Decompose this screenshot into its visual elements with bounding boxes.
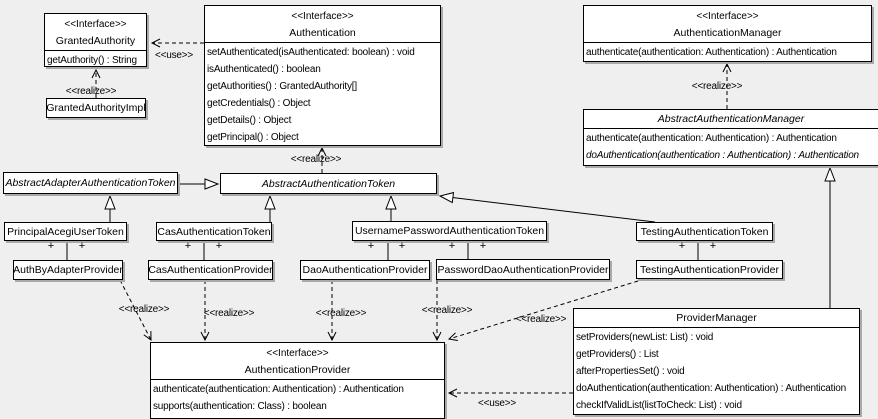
method-row: getAuthority() : String xyxy=(47,55,137,66)
method-row: getDetails() : Object xyxy=(207,115,292,126)
method-row: doAuthentication(authentication : Authen… xyxy=(586,150,859,161)
class-abstract-authentication-manager: AbstractAuthenticationManager authentica… xyxy=(583,109,878,166)
edge-realize-authbyadapterprovider xyxy=(119,279,152,341)
method-row: checkIfValidList(listToCheck: List) : vo… xyxy=(576,400,742,411)
class-cas-authentication-token: CasAuthenticationToken xyxy=(156,222,272,241)
multiplicity-plus: + xyxy=(448,240,456,252)
class-name: DaoAuthenticationProvider xyxy=(302,264,428,276)
class-name: PrincipalAcegiUserToken xyxy=(7,225,124,238)
class-name: CasAuthenticationProvider xyxy=(148,264,273,276)
class-name: AbstractAuthenticationToken xyxy=(261,177,396,190)
method-row: afterPropertiesSet() : void xyxy=(576,366,685,377)
class-name: TestingAuthenticationToken xyxy=(640,225,769,238)
class-cas-authentication-provider: CasAuthenticationProvider xyxy=(148,260,273,280)
class-auth-by-adapter-provider: AuthByAdapterProvider xyxy=(13,260,123,280)
class-principal-acegi-user-token: PrincipalAcegiUserToken xyxy=(4,222,127,241)
class-name: UsernamePasswordAuthenticationToken xyxy=(354,225,545,237)
class-granted-authority: <<Interface>> GrantedAuthority getAuthor… xyxy=(44,13,147,67)
class-authentication-provider: <<Interface>> AuthenticationProvider aut… xyxy=(150,342,445,419)
class-testing-authentication-token: TestingAuthenticationToken xyxy=(636,222,773,241)
class-abstract-authentication-token: AbstractAuthenticationToken xyxy=(220,173,437,194)
class-testing-authentication-provider: TestingAuthenticationProvider xyxy=(636,260,783,279)
class-abstract-adapter-authentication-token: AbstractAdapterAuthenticationToken xyxy=(3,172,178,194)
class-name: GrantedAuthorityImpl xyxy=(46,102,146,114)
edge-label-use: <<use>> xyxy=(154,50,194,61)
method-row: authenticate(authentication: Authenticat… xyxy=(586,133,837,144)
class-name: AbstractAdapterAuthenticationToken xyxy=(5,177,176,189)
multiplicity-plus: + xyxy=(184,240,192,252)
class-name: AuthByAdapterProvider xyxy=(13,264,123,276)
method-row: authenticate(authentication: Authenticat… xyxy=(153,384,404,395)
stereotype: <<Interface>> xyxy=(696,11,759,22)
class-name: PasswordDaoAuthenticationProvider xyxy=(437,263,609,276)
method-row: getProviders() : List xyxy=(576,349,659,360)
class-granted-authority-impl: GrantedAuthorityImpl xyxy=(46,98,146,118)
stereotype: <<Interface>> xyxy=(291,11,354,22)
edge-label-realize: <<realize>> xyxy=(691,81,743,92)
class-password-dao-authentication-provider: PasswordDaoAuthenticationProvider xyxy=(436,259,610,280)
multiplicity-plus: + xyxy=(215,240,223,252)
class-username-password-authentication-token: UsernamePasswordAuthenticationToken xyxy=(352,221,547,241)
method-row: authenticate(authentication: Authenticat… xyxy=(586,47,837,58)
class-name: TestingAuthenticationProvider xyxy=(640,263,779,276)
method-row: getCredentials() : Object xyxy=(207,98,311,109)
multiplicity-plus: + xyxy=(367,240,375,252)
method-row: setProviders(newList: List) : void xyxy=(576,332,714,343)
multiplicity-plus: + xyxy=(398,240,406,252)
multiplicity-plus: + xyxy=(479,240,487,252)
multiplicity-plus: + xyxy=(678,240,686,252)
class-name: AbstractAuthenticationManager xyxy=(657,113,805,125)
class-name: AuthenticationManager xyxy=(673,27,782,39)
class-authentication: <<Interface>> Authentication setAuthenti… xyxy=(204,5,441,146)
method-row: getPrincipal() : Object xyxy=(207,132,299,143)
class-name: GrantedAuthority xyxy=(55,35,136,47)
class-authentication-manager: <<Interface>> AuthenticationManager auth… xyxy=(583,5,872,62)
class-name: AuthenticationProvider xyxy=(244,364,351,376)
class-name: Authentication xyxy=(289,27,356,39)
method-row: setAuthenticated(isAuthenticated: boolea… xyxy=(207,47,415,58)
stereotype: <<Interface>> xyxy=(64,19,127,30)
class-name: CasAuthenticationToken xyxy=(157,225,271,238)
method-row: getAuthorities() : GrantedAuthority[] xyxy=(207,81,357,92)
edge-label-realize: <<realize>> xyxy=(65,86,117,97)
class-name: ProviderManager xyxy=(676,312,757,324)
multiplicity-plus: + xyxy=(709,240,717,252)
edge-label-realize: <<realize>> xyxy=(315,308,367,319)
class-dao-authentication-provider: DaoAuthenticationProvider xyxy=(300,260,430,280)
edge-label-realize: <<realize>> xyxy=(290,154,342,165)
method-row: supports(authentication: Class) : boolea… xyxy=(153,401,327,412)
edge-gen-testing-token xyxy=(438,191,656,223)
class-provider-manager: ProviderManager setProviders(newList: Li… xyxy=(573,308,860,415)
multiplicity-plus: + xyxy=(47,240,55,252)
edge-label-realize: <<realize>> xyxy=(421,305,473,316)
method-row: isAuthenticated() : boolean xyxy=(207,64,321,75)
edge-label-use: <<use>> xyxy=(477,398,517,409)
stereotype: <<Interface>> xyxy=(266,348,329,359)
multiplicity-plus: + xyxy=(78,240,86,252)
method-row: doAuthentication(authentication: Authent… xyxy=(576,383,846,394)
edge-realize-testingauthenticationprovider xyxy=(447,280,639,341)
edge-label-realize: <<realize>> xyxy=(515,314,567,325)
edge-label-realize: <<realize>> xyxy=(203,308,255,319)
edge-label-realize: <<realize>> xyxy=(118,304,170,315)
